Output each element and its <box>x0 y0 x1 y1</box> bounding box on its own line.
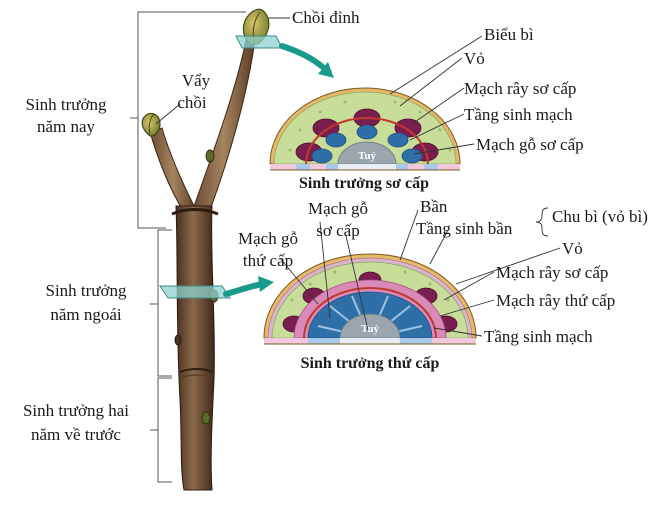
label-periderm: Chu bì (vỏ bì) <box>552 207 648 226</box>
bracket-this-year <box>137 11 246 229</box>
label-two-years-1: Sinh trưởng hai <box>23 401 129 420</box>
label-cortex-primary: Vỏ <box>464 49 485 68</box>
growth-ring-scar-1 <box>179 368 213 373</box>
label-secondary-xylem-a: Mạch gỗ <box>238 229 298 248</box>
secondary-caption: Sinh trưởng thứ cấp <box>301 355 440 372</box>
label-two-years-2: năm về trước <box>31 425 121 444</box>
label-this-year-1: Sinh trưởng <box>25 95 107 114</box>
cut-plane-secondary <box>159 285 231 299</box>
label-secondary-xylem-b: thứ cấp <box>243 251 293 270</box>
stem-labels: Chồi đỉnh Vẩy chồi Sinh trưởng năm nay S… <box>23 8 360 444</box>
secondary-labels: Mạch gỗ sơ cấp Mạch gỗ thứ cấp Bần Tầng … <box>238 197 648 372</box>
stem-illustration <box>141 8 270 491</box>
brackets <box>130 11 246 483</box>
label-cork: Bần <box>420 197 448 216</box>
terminal-bud <box>242 8 270 45</box>
label-cork-cambium: Tầng sinh bần <box>416 219 513 238</box>
bracket-last-year <box>157 229 172 377</box>
arrow-to-secondary <box>223 276 274 297</box>
bud-scale-scar <box>171 208 219 216</box>
label-cambium-secondary: Tầng sinh mạch <box>484 327 593 346</box>
leader-lines <box>155 17 561 337</box>
label-primary-phloem-2: Mạch rây sơ cấp <box>496 263 608 282</box>
main-trunk <box>175 205 215 491</box>
label-primary-xylem-2b: sơ cấp <box>316 221 359 240</box>
primary-cross-section: Tuỷ <box>269 87 461 171</box>
label-last-year-2: năm ngoái <box>50 305 122 324</box>
secondary-cross-section: Tuỷ <box>263 253 477 345</box>
label-secondary-phloem: Mạch rây thứ cấp <box>496 291 615 310</box>
label-primary-xylem-2a: Mạch gỗ <box>308 199 368 218</box>
primary-labels: Biểu bì Vỏ Mạch rây sơ cấp Tầng sinh mạc… <box>299 25 584 192</box>
upper-twig <box>191 39 256 213</box>
cut-plane-primary <box>235 35 283 49</box>
label-bud-scale-2: chồi <box>177 93 207 112</box>
label-last-year-1: Sinh trưởng <box>45 281 127 300</box>
arrow-to-primary <box>279 43 334 78</box>
primary-caption: Sinh trưởng sơ cấp <box>299 175 429 192</box>
label-cambium-primary: Tầng sinh mạch <box>464 105 573 124</box>
primary-pith-label: Tuỷ <box>358 150 376 162</box>
bracket-two-years <box>157 377 172 483</box>
label-bud-scale-1: Vẩy <box>182 71 211 90</box>
label-cortex-secondary: Vỏ <box>562 239 583 258</box>
label-epidermis: Biểu bì <box>484 25 534 44</box>
lateral-bud <box>141 112 161 137</box>
label-this-year-2: năm nay <box>37 117 96 136</box>
secondary-pith-label: Tuỷ <box>361 323 379 335</box>
label-terminal-bud: Chồi đỉnh <box>292 8 360 27</box>
left-branch <box>149 127 197 213</box>
label-primary-xylem: Mạch gỗ sơ cấp <box>476 135 584 154</box>
label-primary-phloem: Mạch rây sơ cấp <box>464 79 576 98</box>
